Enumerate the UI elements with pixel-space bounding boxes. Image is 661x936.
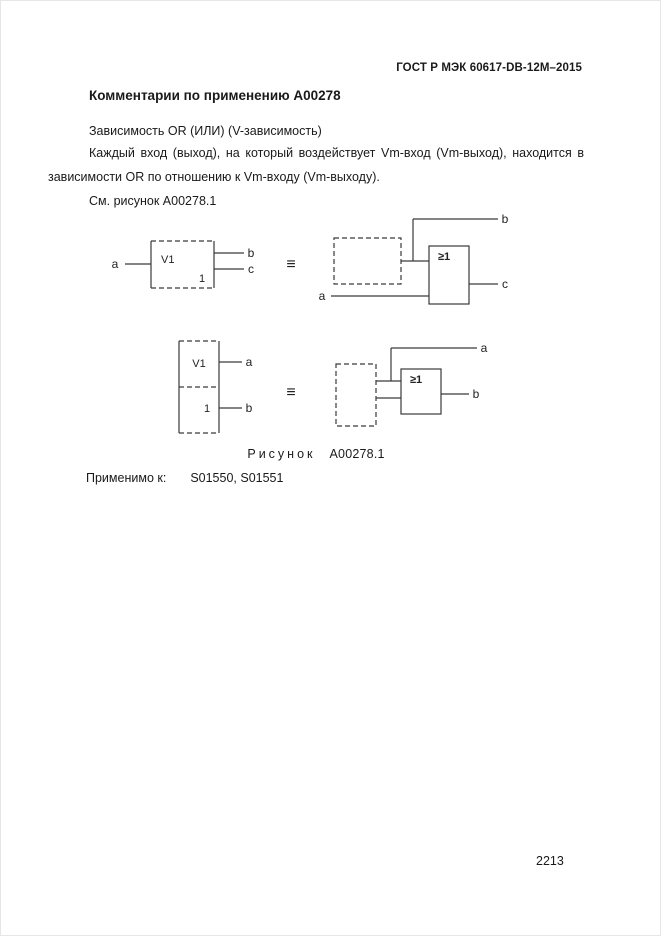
affected-label-1: 1 xyxy=(204,403,210,415)
figure-caption: Рисунок A00278.1 xyxy=(1,447,631,461)
or-gate-outline xyxy=(428,245,470,305)
equivalence-sign: ≡ xyxy=(286,384,295,401)
row2-equivalent-circuit: a ≥1 b xyxy=(335,341,488,427)
pin-label-b: b xyxy=(248,246,255,260)
pin-label-b: b xyxy=(473,387,480,401)
applicable-line: Применимо к: S01550, S01551 xyxy=(86,471,283,485)
or-gate-outline xyxy=(400,368,442,415)
pin-label-c: c xyxy=(248,262,254,276)
row1-dependency-symbol: a V1 1 b c xyxy=(112,240,255,289)
figure-drawing: a V1 1 b c ≡ b ≥1 xyxy=(112,212,509,434)
pin-label-a: a xyxy=(481,341,488,355)
pin-label-c: c xyxy=(502,277,508,291)
or-gate-label: ≥1 xyxy=(410,374,422,386)
pin-label-b: b xyxy=(246,401,253,415)
dependency-label-v1: V1 xyxy=(161,254,174,266)
section-title: Комментарии по применению A00278 xyxy=(89,88,341,103)
page-number: 2213 xyxy=(536,854,564,868)
paragraph-body: Каждый вход (выход), на который воздейст… xyxy=(48,146,584,184)
pin-label-a: a xyxy=(112,257,119,271)
dependency-label-v1: V1 xyxy=(192,358,205,370)
applicable-value: S01550, S01551 xyxy=(190,471,284,485)
row1-equivalent-circuit: b ≥1 c a xyxy=(319,212,509,305)
figure-caption-number: A00278.1 xyxy=(329,447,385,461)
pin-label-b: b xyxy=(502,212,509,226)
equivalence-sign: ≡ xyxy=(286,256,295,273)
dashed-block xyxy=(335,363,377,427)
row2-dependency-symbol: V1 a 1 b xyxy=(178,340,253,434)
affected-label-1: 1 xyxy=(199,273,205,285)
dashed-block xyxy=(333,237,402,285)
figure-a00278-1: a V1 1 b c ≡ b ≥1 xyxy=(1,206,661,446)
or-gate-label: ≥1 xyxy=(438,251,450,263)
figure-caption-label: Рисунок xyxy=(247,447,316,461)
applicable-label: Применимо к: xyxy=(86,471,167,485)
paragraph-dependency: Зависимость OR (ИЛИ) (V-зависимость) xyxy=(89,124,322,138)
paragraph-see-figure: См. рисунок A00278.1 xyxy=(89,194,217,208)
pin-label-a: a xyxy=(246,355,253,369)
document-header: ГОСТ Р МЭК 60617-DB-12M–2015 xyxy=(396,62,582,74)
pin-label-a: a xyxy=(319,289,326,303)
